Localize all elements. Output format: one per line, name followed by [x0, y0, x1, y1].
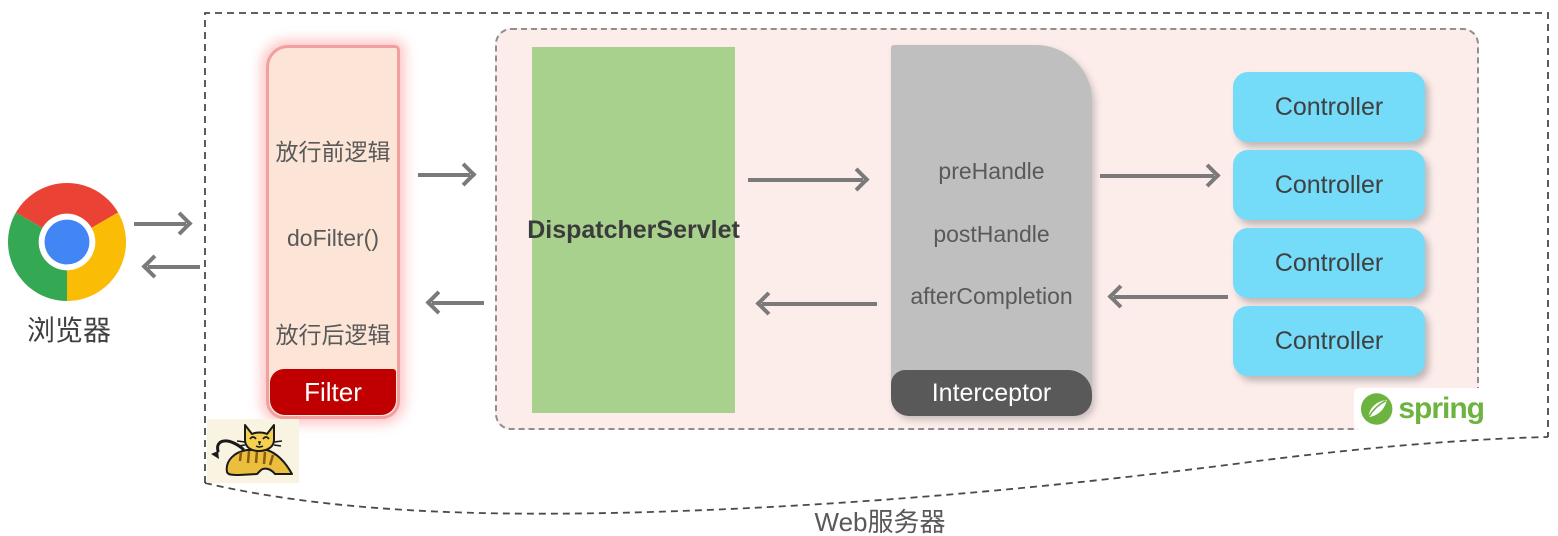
request-arrow-interceptor-to-controller — [1100, 174, 1214, 178]
spring-brand-text: spring — [1398, 392, 1485, 425]
browser: 浏览器 — [8, 183, 130, 349]
browser-label: 浏览器 — [26, 315, 111, 346]
tomcat-logo — [207, 419, 299, 483]
interceptor-title-tab: Interceptor — [891, 370, 1092, 416]
response-arrow-interceptor-to-dispatcher — [762, 302, 877, 306]
request-arrow-filter-to-dispatcher — [418, 173, 470, 177]
filter-post-logic-label: 放行后逻辑 — [275, 322, 391, 348]
interceptor-posthandle-label: postHandle — [933, 221, 1050, 247]
dispatcher-servlet-box: DispatcherServlet — [527, 47, 740, 413]
controller-box-4: Controller — [1233, 306, 1425, 376]
spring-logo: spring — [1354, 388, 1485, 430]
response-arrow-server-to-browser — [148, 265, 200, 269]
filter-pre-logic-label: 放行前逻辑 — [275, 139, 391, 165]
request-arrow-dispatcher-to-interceptor — [748, 178, 863, 182]
interceptor-prehandle-label: preHandle — [938, 158, 1045, 184]
request-arrow-browser-to-server — [134, 222, 186, 226]
interceptor-box: preHandle postHandle afterCompletion Int… — [891, 45, 1092, 416]
chrome-icon — [8, 183, 126, 301]
tomcat-cat-icon — [207, 419, 299, 483]
filter-box: 放行前逻辑 doFilter() 放行后逻辑 Filter — [266, 45, 400, 419]
controller-box-2: Controller — [1233, 150, 1425, 220]
controller-box-3: Controller — [1233, 228, 1425, 298]
filter-title-tab: Filter — [270, 369, 396, 415]
interceptor-aftercompletion-label: afterCompletion — [910, 283, 1073, 309]
filter-dofilter-label: doFilter() — [286, 225, 379, 251]
web-server-label: Web服务器 — [814, 507, 946, 536]
response-arrow-dispatcher-to-filter — [432, 301, 484, 305]
controller-box-1: Controller — [1233, 72, 1425, 142]
spring-leaf-icon — [1360, 393, 1393, 425]
response-arrow-controller-to-interceptor — [1114, 295, 1228, 299]
